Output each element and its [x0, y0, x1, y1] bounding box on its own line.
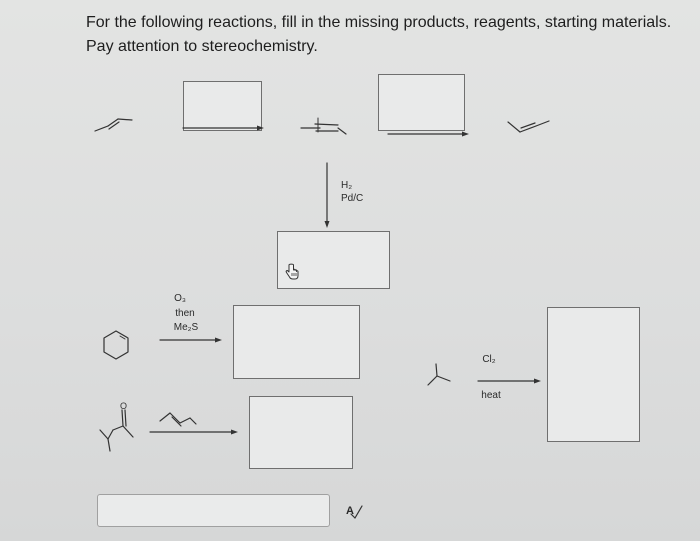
answer-box-top-left[interactable] — [183, 81, 262, 131]
reagent-heat: heat — [481, 390, 501, 401]
answer-box-ozonolysis-product[interactable] — [233, 305, 360, 379]
hand-pointer-icon — [285, 263, 299, 280]
answer-text-field[interactable] — [97, 494, 330, 527]
molecule-isobutane — [427, 363, 451, 386]
reagent-then: then — [175, 308, 195, 319]
molecule-alkene-reagent — [159, 412, 197, 427]
answer-box-top-right[interactable] — [378, 74, 465, 131]
molecule-alkyne-top-middle — [300, 117, 347, 135]
reagent-h2: H₂ — [341, 180, 353, 191]
molecule-cyclohexene — [103, 330, 129, 360]
question-line-2: Pay attention to stereochemistry. — [86, 38, 318, 55]
question-line-1: For the following reactions, fill in the… — [86, 14, 672, 31]
answer-box-wittig-product[interactable] — [249, 396, 353, 469]
question-prompt: For the following reactions, fill in the… — [86, 11, 690, 59]
molecule-ketone — [99, 409, 134, 452]
oxygen-label: O — [120, 401, 127, 411]
answer-box-chlorination-product[interactable] — [547, 307, 640, 442]
reagent-me2s: Me₂S — [173, 322, 199, 333]
molecule-alkene-top-left — [94, 118, 133, 132]
reagent-pd-c: Pd/C — [341, 193, 364, 204]
svg-text:A: A — [346, 505, 354, 517]
reagent-cl2: Cl₂ — [482, 354, 496, 365]
reagent-o3: O₃ — [174, 293, 186, 304]
spellcheck-icon[interactable]: A — [346, 505, 363, 519]
molecule-alkene-top-right — [507, 120, 550, 133]
